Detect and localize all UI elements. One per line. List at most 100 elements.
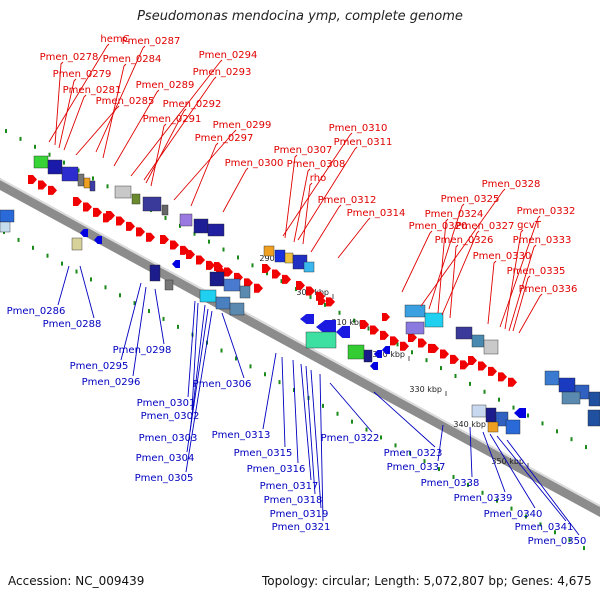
gene-label-pmen-0323: Pmen_0323 [384, 448, 443, 459]
gene-box [179, 213, 193, 227]
bottom-track-dot [510, 506, 513, 511]
gene-arrow-forward [440, 349, 449, 359]
gene-arrow-forward [508, 377, 517, 387]
gene-label-pmen-0325: Pmen_0325 [441, 194, 500, 205]
bottom-track-dot [177, 324, 179, 329]
gene-label-pmen-0279: Pmen_0279 [53, 69, 112, 80]
gene-arrow-forward [146, 232, 155, 242]
gene-label-pmen-0312: Pmen_0312 [318, 195, 377, 206]
gene-box [131, 193, 141, 205]
gene-label-pmen-0341: Pmen_0341 [515, 522, 574, 533]
gene-arrow-forward [296, 281, 305, 290]
gene-box [303, 261, 315, 273]
gene-label-pmen-0293: Pmen_0293 [193, 67, 252, 78]
axis-label: 320 kbp [372, 350, 405, 359]
gene-leader-line [373, 391, 436, 448]
bottom-track-dot [264, 372, 266, 377]
top-track-dot [266, 271, 268, 276]
gene-label-pmen-0332: Pmen_0332 [517, 206, 576, 217]
top-track-dot [411, 350, 413, 355]
gene-arrow-reverse [336, 326, 350, 338]
gene-label-pmen-0289: Pmen_0289 [136, 80, 195, 91]
bottom-track-dot [133, 301, 136, 306]
gene-box [471, 334, 485, 348]
gene-label-pmen-0302: Pmen_0302 [141, 411, 200, 422]
gene-label-pmen-0284: Pmen_0284 [103, 54, 162, 65]
gene-label-pmen-0320: Pmen_0320 [409, 221, 468, 232]
gene-arrow-forward [196, 255, 205, 265]
gene-leader-line [437, 424, 444, 462]
bottom-track-dot [322, 403, 324, 408]
gene-label-pmen-0313: Pmen_0313 [212, 430, 271, 441]
gene-arrow-reverse [316, 320, 336, 334]
bottom-track-dot [119, 293, 121, 298]
gene-arrow-forward [390, 336, 399, 346]
gene-arrow-forward [126, 221, 135, 231]
gene-leader-line [310, 369, 322, 509]
gene-leader-line [512, 275, 531, 332]
top-track-dot [63, 160, 65, 165]
gene-leader-line [508, 244, 537, 332]
gene-label-pmen-0285: Pmen_0285 [96, 96, 155, 107]
gene-arrow-forward [468, 356, 477, 365]
gene-box [587, 409, 600, 427]
gene-arrow-forward [244, 278, 253, 288]
gene-label-pmen-0281: Pmen_0281 [63, 85, 122, 96]
top-track-dot [237, 255, 239, 260]
gene-arrow-reverse [370, 362, 378, 370]
bottom-track-dot [235, 356, 237, 361]
gene-leader-line [154, 288, 165, 345]
gene-leader-line [319, 373, 324, 522]
gene-leader-line [282, 132, 353, 237]
gene-label-pmen-0318: Pmen_0318 [264, 495, 323, 506]
gene-leader-line [132, 286, 147, 377]
bottom-track-dot [496, 498, 498, 503]
gene-label-pmen-0304: Pmen_0304 [136, 453, 195, 464]
gene-label-pmen-0328: Pmen_0328 [482, 179, 541, 190]
bottom-track-dot [75, 269, 78, 274]
top-track-dot [570, 437, 573, 442]
gene-arrow-forward [400, 341, 409, 351]
gene-box [363, 349, 373, 363]
gene-arrow-forward [73, 197, 82, 206]
gene-label-pmen-0297: Pmen_0297 [195, 133, 254, 144]
gene-arrow-forward [450, 354, 459, 364]
gene-box [209, 271, 225, 287]
gene-arrow-forward [48, 185, 57, 195]
gene-box [305, 331, 337, 349]
gene-label-pmen-0306: Pmen_0306 [193, 379, 252, 390]
gene-arrow-forward [116, 216, 125, 226]
bottom-track-dot [351, 419, 353, 424]
gene-label-hemc: hemC [100, 34, 129, 45]
gene-box [404, 304, 426, 318]
bottom-track-dot [293, 388, 295, 393]
gene-label-pmen-0296: Pmen_0296 [82, 377, 141, 388]
gene-leader-line [143, 76, 217, 181]
gene-box [588, 391, 600, 407]
gene-arrow-reverse [514, 408, 526, 418]
gene-box [274, 249, 286, 263]
top-track-dot [527, 413, 529, 418]
gene-leader-line [329, 382, 373, 433]
bottom-track-dot [409, 451, 411, 456]
gene-box [199, 289, 217, 303]
top-track-dot [454, 373, 457, 378]
axis-label: 310 kbp [331, 318, 364, 327]
bottom-track-dot [90, 277, 92, 282]
gene-box [229, 302, 245, 316]
top-track-dot [5, 129, 7, 133]
bottom-track-dot [162, 316, 165, 321]
gene-label-pmen-0294: Pmen_0294 [199, 50, 258, 61]
gene-box [485, 407, 497, 423]
gene-leader-line [469, 426, 473, 478]
gene-box [83, 177, 91, 189]
gene-box [284, 252, 294, 264]
gene-arrow-forward [136, 227, 145, 237]
gene-box [455, 326, 473, 340]
bottom-track-dot [467, 482, 469, 487]
gene-box [164, 279, 174, 291]
gene-label-pmen-0321: Pmen_0321 [272, 522, 331, 533]
bottom-track-dot [278, 380, 281, 385]
gene-label-gcvt: gcvT [517, 220, 542, 231]
gene-leader-line [437, 218, 449, 314]
